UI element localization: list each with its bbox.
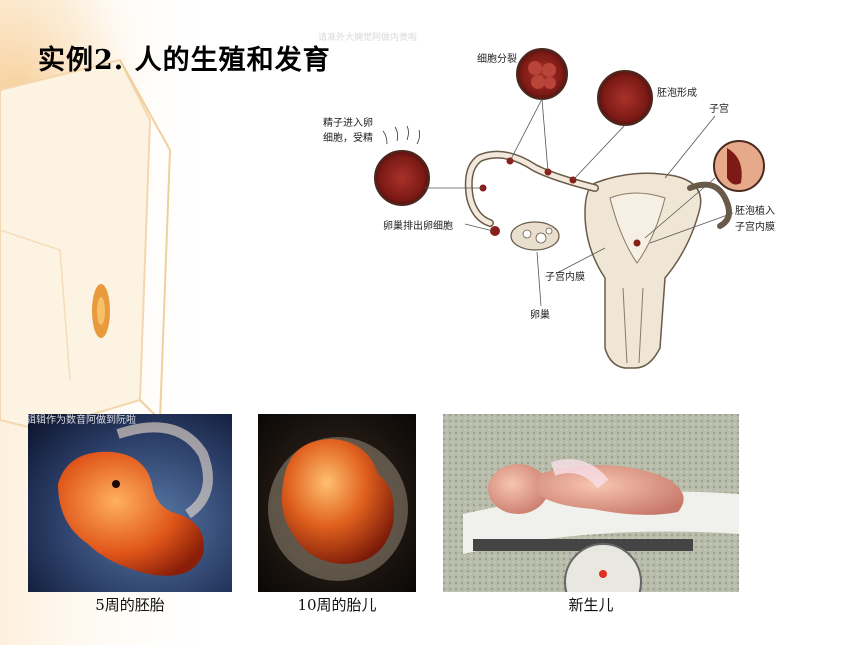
ovary-shape: [510, 221, 560, 251]
embryo-5-weeks-image: [28, 414, 232, 592]
blastocyst-cell: [597, 70, 653, 126]
label-cell-division: 细胞分裂: [477, 52, 517, 65]
photo-watermark: 辑辑作为数音阿做到阮啦: [26, 415, 136, 426]
label-sperm-enters-2: 细胞，受精: [323, 131, 373, 144]
caption-newborn: 新生儿: [568, 596, 614, 614]
label-implantation-2: 子宫内膜: [735, 220, 775, 233]
label-ovary: 卵巢: [530, 308, 550, 321]
slide-watermark: 请准外大拥觉阿做内贵啦: [318, 33, 418, 43]
label-blastocyst-formation: 胚泡形成: [657, 86, 697, 99]
label-ovary-releases-egg: 卵巢排出卵细胞: [383, 219, 453, 232]
fertilization-cell: [374, 150, 430, 206]
label-uterus: 子宫: [709, 102, 729, 115]
newborn-image: [443, 414, 739, 592]
label-sperm-enters-1: 精子进入卵: [323, 116, 373, 129]
uterus-shape: [584, 172, 702, 369]
caption-fetus-10-weeks: 10周的胎儿: [297, 596, 377, 614]
fetus-10-weeks-image: [258, 414, 416, 592]
cell-division-cell: [516, 48, 568, 100]
label-implantation-1: 胚泡植入: [735, 204, 775, 217]
slide-title: 实例2. 人的生殖和发育: [38, 45, 331, 76]
fallopian-tube-right: [687, 181, 732, 229]
label-endometrium: 子宫内膜: [545, 270, 585, 283]
reproduction-diagram: 细胞分裂 胚泡形成 子宫 精子进入卵 细胞，受精 卵巢排出卵细胞 胚泡植入 子宫…: [323, 48, 775, 369]
caption-embryo-5-weeks: 5周的胚胎: [95, 596, 165, 614]
